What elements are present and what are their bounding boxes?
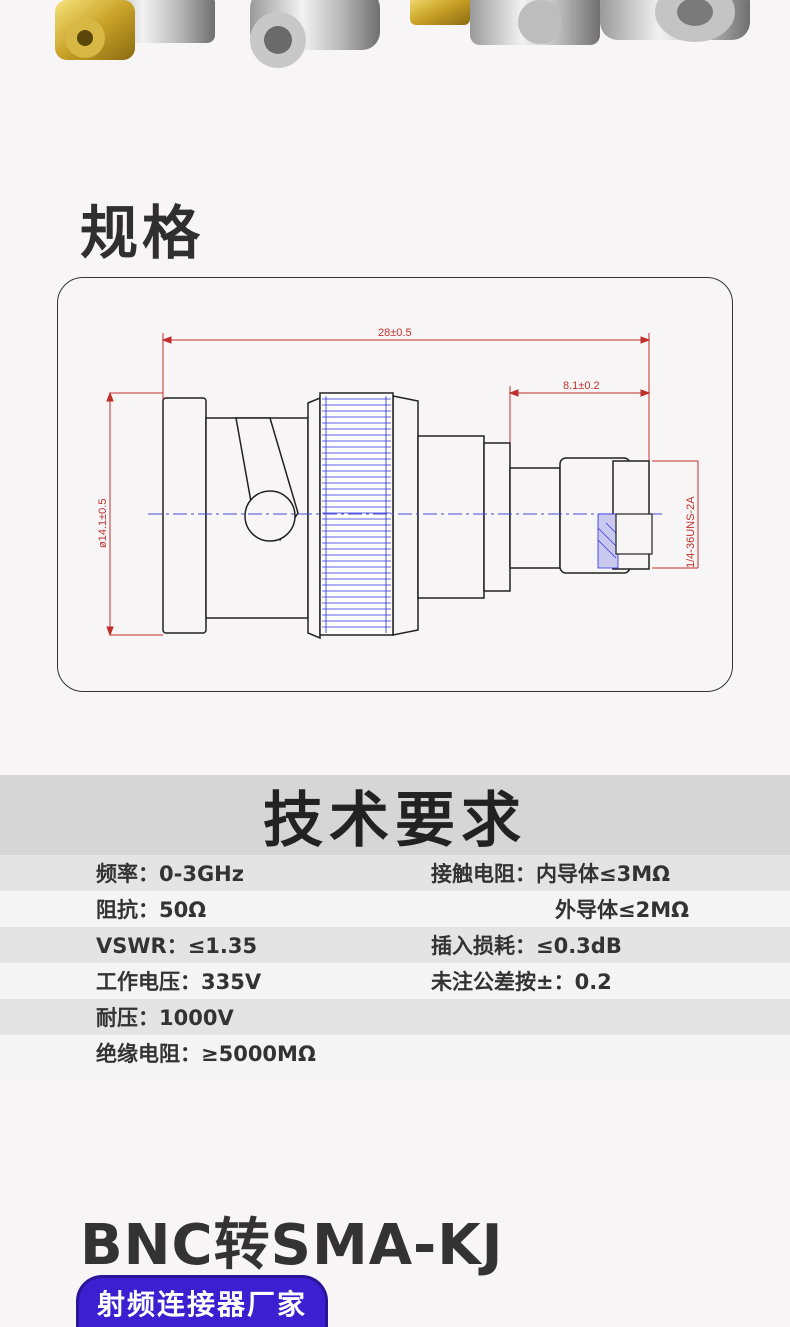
spec-row: VSWR：≤1.35 插入损耗：≤0.3dB xyxy=(0,927,790,963)
spec-working-voltage: 工作电压：335V xyxy=(96,970,262,994)
spec-impedance: 阻抗：50Ω xyxy=(96,898,207,922)
spec-insertion-loss: 插入损耗：≤0.3dB xyxy=(431,934,622,958)
dimension-sma-length: 8.1±0.2 xyxy=(563,380,600,392)
connector-photo-3 xyxy=(410,0,600,45)
spec-row: 频率：0-3GHz 接触电阻：内导体≤3MΩ xyxy=(0,855,790,891)
spec-outer-conductor: 外导体≤2MΩ xyxy=(555,898,689,922)
spec-frequency: 频率：0-3GHz xyxy=(96,862,244,886)
product-photo-strip xyxy=(0,0,790,75)
spec-table: 频率：0-3GHz 接触电阻：内导体≤3MΩ 阻抗：50Ω 外导体≤2MΩ VS… xyxy=(0,855,790,1079)
tech-requirements-title: 技术要求 xyxy=(263,785,527,856)
connector-photo-4 xyxy=(600,0,750,42)
spec-row: 阻抗：50Ω 外导体≤2MΩ xyxy=(0,891,790,927)
spec-row: 耐压：1000V xyxy=(0,999,790,1035)
spec-withstand-voltage: 耐压：1000V xyxy=(96,1006,234,1030)
spec-row: 工作电压：335V 未注公差按±：0.2 xyxy=(0,963,790,999)
manufacturer-badge: 射频连接器厂家 xyxy=(76,1275,328,1327)
product-title: BNC转SMA-KJ xyxy=(80,1213,504,1278)
technical-drawing-frame: 28±0.5 8.1±0.2 ø14.1±0.5 1/4-36UNS-2A xyxy=(57,277,733,692)
spec-row: 绝缘电阻：≥5000MΩ xyxy=(0,1035,790,1079)
spec-vswr: VSWR：≤1.35 xyxy=(96,934,258,958)
spec-section-title: 规格 xyxy=(80,199,205,267)
connector-photo-1 xyxy=(55,0,215,60)
dimension-thread: 1/4-36UNS-2A xyxy=(685,496,697,568)
dimension-length: 28±0.5 xyxy=(378,327,412,339)
spec-contact-resistance: 接触电阻：内导体≤3MΩ xyxy=(431,862,670,886)
spec-tolerance: 未注公差按±：0.2 xyxy=(431,970,612,994)
technical-drawing: 28±0.5 8.1±0.2 ø14.1±0.5 1/4-36UNS-2A xyxy=(97,327,699,640)
dimension-diameter: ø14.1±0.5 xyxy=(97,499,109,548)
tech-requirements-banner: 技术要求 xyxy=(0,775,790,856)
connector-photo-2 xyxy=(250,0,380,68)
spec-insulation-resistance: 绝缘电阻：≥5000MΩ xyxy=(96,1042,316,1066)
